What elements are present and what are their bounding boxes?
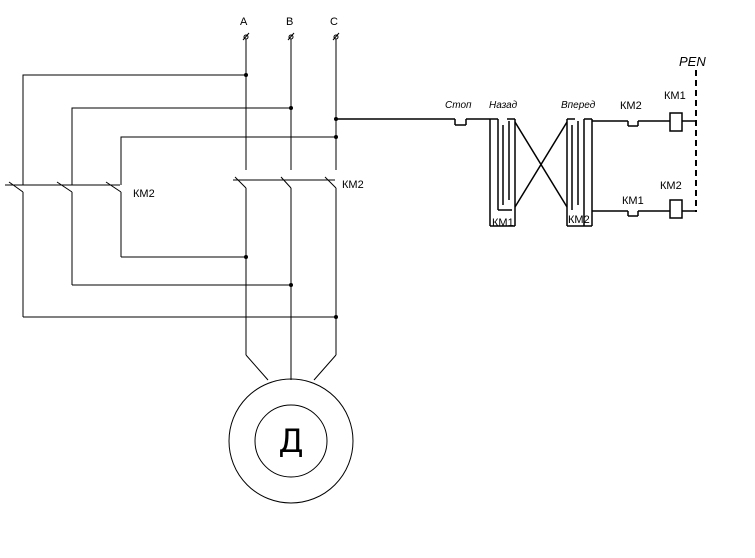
stop-label: Стоп [445, 100, 472, 111]
left-km2-contacts [5, 181, 122, 317]
pen-label: PEN [679, 54, 706, 69]
phase-terminals [242, 32, 340, 41]
reverse-cross-wires [23, 255, 338, 319]
right-main-contacts [233, 176, 337, 380]
motor-outer-circle [228, 378, 354, 504]
top-coil-label: КМ1 [664, 90, 686, 102]
phase-b-label: B [286, 16, 293, 28]
control-cross-wires [514, 121, 568, 208]
left-km2-label: КМ2 [133, 188, 155, 200]
right-km2-label: КМ2 [342, 179, 364, 191]
motor-leads [245, 354, 337, 381]
phase-bus-lines [245, 39, 337, 170]
motor-label: Д [279, 422, 304, 460]
phase-a-label: A [240, 16, 248, 28]
left-group-feed-wires [22, 73, 338, 185]
back-km1-aux-label: КМ1 [492, 217, 514, 229]
back-button-block [489, 118, 516, 227]
forward-button-block [566, 118, 593, 227]
bottom-coil-label: КМ2 [660, 180, 682, 192]
top-interlock-label: КМ2 [620, 100, 642, 112]
top-branch [592, 112, 696, 132]
phase-c-label: C [330, 16, 338, 28]
bottom-branch [592, 199, 696, 219]
stop-button-contact [454, 118, 490, 126]
motor-inner-circle [254, 404, 328, 478]
forward-label: Вперед [561, 100, 596, 111]
bottom-interlock-label: КМ1 [622, 195, 644, 207]
control-feed [334, 117, 455, 121]
back-label: Назад [489, 100, 518, 111]
forward-km2-aux-label: КМ2 [568, 214, 590, 226]
